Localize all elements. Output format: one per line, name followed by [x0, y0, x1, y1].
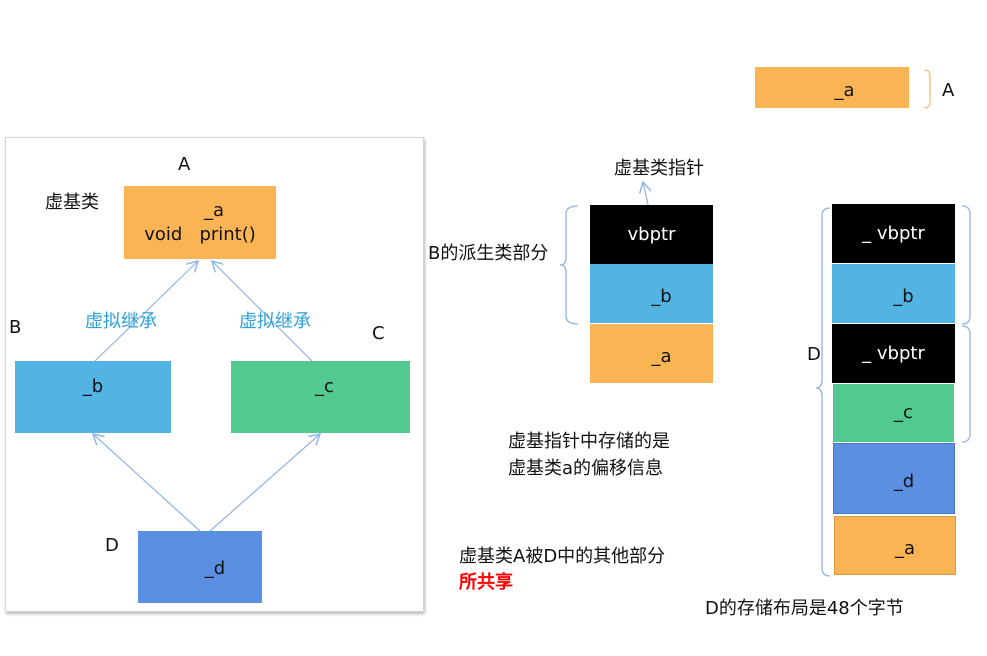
shared-line-2: 所共享 [459, 572, 513, 593]
arrow-d-to-b [93, 434, 201, 532]
class-b-box: _b [15, 361, 171, 433]
d-layout-b-text: _b [893, 285, 914, 307]
d-layout-vbptr-2: _ vbptr [832, 324, 955, 383]
brace-d-c-part [961, 325, 971, 443]
brace-b-derived [559, 205, 579, 325]
b-layout-a: _a [590, 324, 713, 383]
vbptr-pointer-label: 虚基类指针 [614, 158, 704, 179]
d-layout-vbptr-2-text: _ vbptr [862, 342, 925, 364]
b-derived-label: B的派生类部分 [428, 243, 549, 264]
d-layout-c: _c [833, 384, 954, 442]
label-c: C [372, 323, 385, 344]
class-a-method: void print() [144, 223, 256, 245]
class-b-member: _b [82, 376, 104, 397]
brace-d-layout [815, 207, 831, 577]
class-a-member: _a [203, 199, 225, 221]
d-size-label: D的存储布局是48个字节 [705, 598, 904, 619]
label-virtual-inherit-right: 虚拟继承 [239, 311, 311, 332]
b-layout-b-text: _b [651, 285, 672, 307]
class-d-member: _d [204, 558, 226, 579]
d-layout-a-text: _a [894, 537, 916, 559]
d-layout-label: D [807, 344, 821, 365]
class-c-member: _c [315, 376, 334, 397]
brace-d-b-part [961, 205, 971, 325]
layout-top-a-label: A [942, 80, 955, 101]
layout-top-a-text: _a [834, 79, 855, 101]
class-a-box: _a void print() [124, 186, 276, 259]
arrow-b-to-a [94, 261, 198, 362]
label-virtual-base: 虚基类 [45, 192, 99, 213]
shared-line-1: 虚基类A被D中的其他部分 [459, 546, 666, 567]
d-layout-b: _b [832, 264, 955, 323]
b-layout-b: _b [590, 264, 713, 323]
b-layout-vbptr: vbptr [590, 205, 713, 264]
d-layout-d: _d [833, 443, 955, 514]
d-layout-d-text: _d [893, 470, 915, 492]
note-line-1: 虚基指针中存储的是 [508, 431, 670, 452]
brace-a [923, 69, 931, 109]
label-virtual-inherit-left: 虚拟继承 [85, 311, 157, 332]
class-d-box: _d [138, 531, 262, 603]
b-layout-vbptr-text: vbptr [627, 223, 676, 245]
arrow-d-to-c [209, 434, 320, 532]
arrow-c-to-a [212, 261, 313, 362]
label-b: B [9, 317, 22, 338]
label-a: A [178, 154, 191, 175]
class-c-box: _c [231, 361, 410, 433]
d-layout-a: _a [834, 516, 956, 575]
d-layout-vbptr-1-text: _ vbptr [862, 222, 925, 244]
label-d: D [105, 535, 119, 556]
d-layout-c-text: _c [894, 402, 913, 423]
note-line-2: 虚基类a的偏移信息 [508, 458, 664, 479]
b-layout-a-text: _a [651, 345, 672, 367]
layout-top-a-box: _a [755, 67, 909, 108]
d-layout-vbptr-1: _ vbptr [832, 204, 955, 263]
